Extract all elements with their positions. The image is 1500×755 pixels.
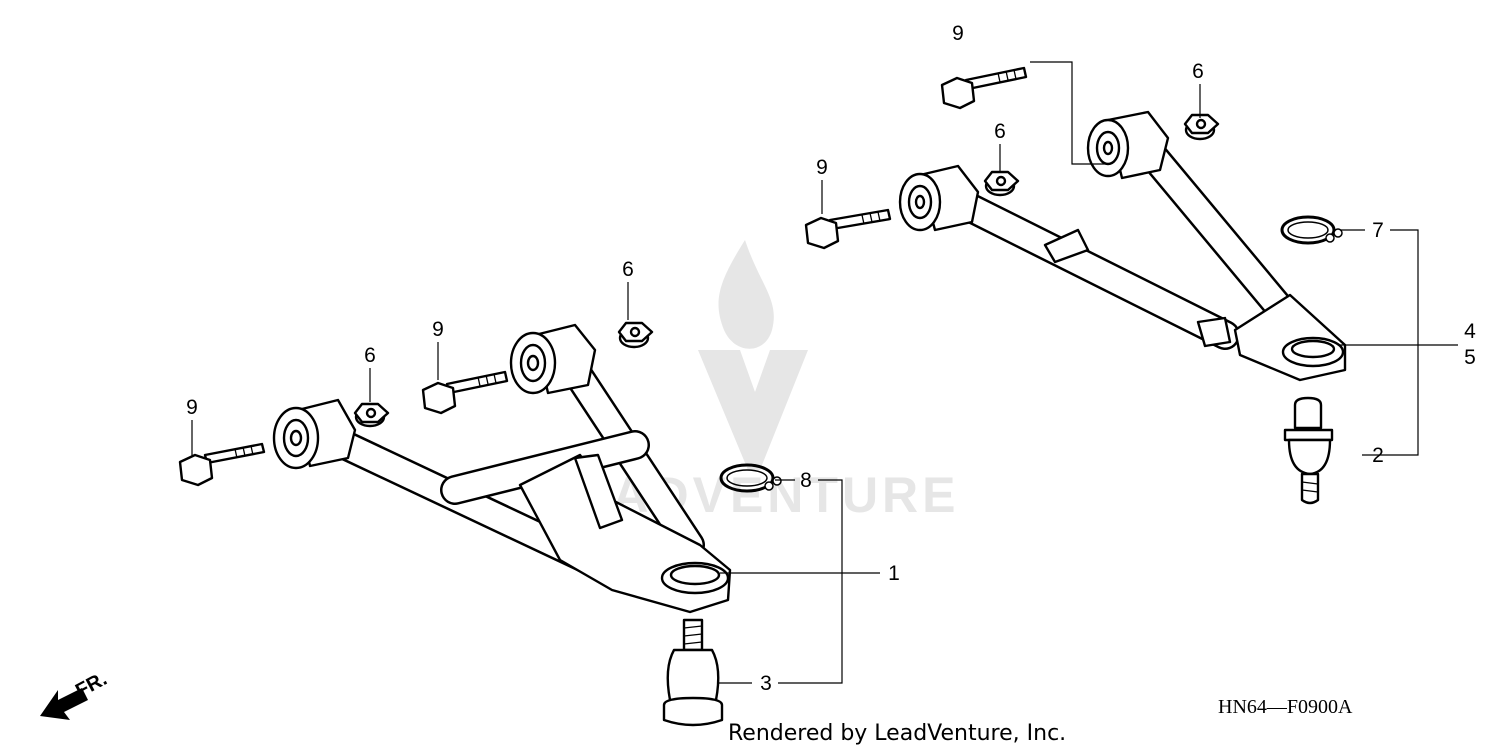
flange-nut-upper-rear [1183,113,1220,141]
callout-5: 5 [1464,346,1476,369]
front-arrow-icon [40,688,88,720]
callout-6: 6 [622,258,634,281]
upper-arm [898,110,1347,382]
diagram-code: HN64—F0900A [1218,696,1353,718]
callout-9: 9 [952,22,964,45]
callout-9: 9 [816,156,828,179]
callout-7: 7 [1372,219,1384,242]
lower-arm-rear-bushing [509,323,597,395]
watermark-flame-icon [718,240,774,349]
callout-1: 1 [888,562,900,585]
flange-nut-lower-rear [617,321,654,349]
callout-4: 4 [1464,320,1476,343]
callout-2: 2 [1372,444,1384,467]
circlip-lower [719,463,782,493]
ball-joint-upper [1283,396,1334,505]
flange-nut-lower-front [353,402,390,428]
front-direction-indicator: FR. [40,668,111,720]
watermark-v-icon [698,350,808,470]
callout-6: 6 [1192,60,1204,83]
leader-lines [191,61,1458,684]
lower-arm-front-bushing [272,398,357,470]
ball-joint-lower [662,618,724,727]
flange-bolt-upper-rear [940,66,1028,110]
flange-bolt-lower-front [178,442,266,487]
flange-nut-upper-front [983,170,1020,197]
circlip-upper [1280,215,1343,245]
callout-labels: 9 6 6 9 7 4 5 2 6 9 6 9 8 1 3 [186,22,1476,695]
callout-9: 9 [186,396,198,419]
flange-bolt-upper-front [804,208,892,250]
callout-8: 8 [800,469,812,492]
lower-arm [272,323,732,614]
callout-9: 9 [432,318,444,341]
upper-arm-front-bushing [898,164,980,232]
callout-6: 6 [364,344,376,367]
flange-bolt-lower-rear [421,370,509,415]
callout-6: 6 [994,120,1006,143]
upper-arm-ball-joint-plate [1233,293,1347,382]
render-credit: Rendered by LeadVenture, Inc. [728,721,1066,746]
callout-3: 3 [760,672,772,695]
upper-arm-rear-bushing [1086,110,1170,180]
